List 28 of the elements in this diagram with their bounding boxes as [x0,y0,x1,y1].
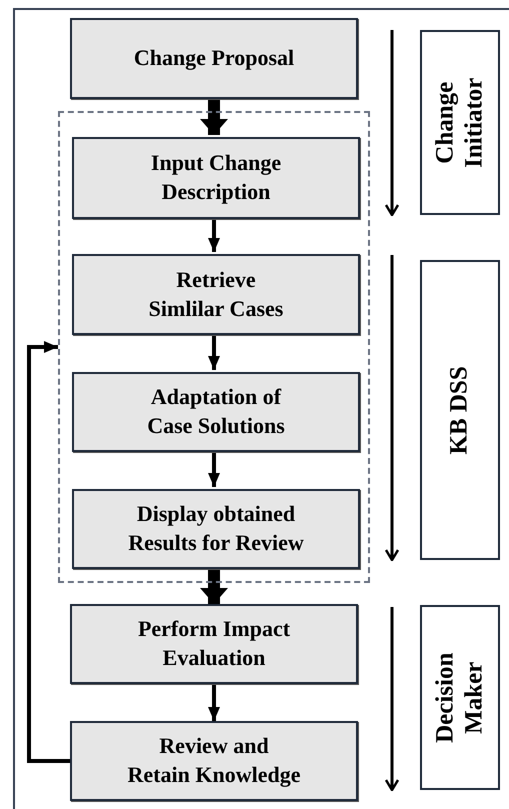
role-box [420,30,500,215]
arrow [208,684,220,721]
step-label: Review and Retain Knowledge [126,732,302,789]
arrow [208,333,220,370]
step-label: Input Change Description [150,149,282,206]
role-label: Change Initiator [431,76,488,170]
step-label: Display obtained Results for Review [127,500,305,557]
process-box [72,372,360,452]
role-label: Decision Maker [431,651,488,745]
role-label: KB DSS [446,364,474,456]
process-box [72,137,360,219]
role-box [420,605,500,790]
process-box [70,604,358,684]
arrow [27,341,70,763]
step-label: Change Proposal [134,44,294,72]
arrow [208,217,220,252]
process-box [72,254,360,335]
process-box [70,18,358,99]
step-label: Retrieve Simlilar Cases [148,266,284,322]
dashed-group-box [58,111,370,583]
role-box [420,260,500,560]
arrow [200,567,228,604]
process-box [70,721,358,801]
step-label: Perform Impact Evaluation [136,615,292,672]
process-box [72,489,360,569]
arrow [200,99,228,135]
arrow [208,450,220,487]
step-label: Adaptation of Case Solutions [146,383,286,440]
